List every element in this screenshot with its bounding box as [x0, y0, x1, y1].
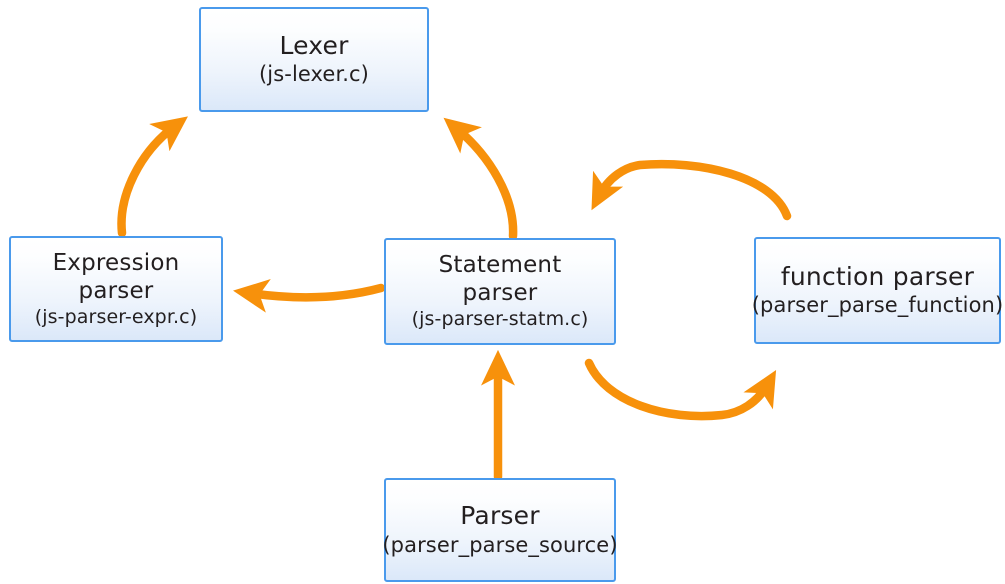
- edge-statement-parser-to-lexer: [443, 117, 518, 241]
- node-lexer-title: Lexer: [279, 30, 349, 60]
- node-statement-parser[interactable]: Statement parser (js-parser-statm.c): [384, 238, 616, 345]
- node-parser[interactable]: Parser (parser_parse_source): [382, 478, 618, 582]
- edge-function-parser-to-statement-parser: [591, 159, 792, 221]
- node-lexer[interactable]: Lexer (js-lexer.c): [199, 7, 429, 112]
- node-expression-parser-subtitle: (js-parser-expr.c): [34, 305, 198, 328]
- node-parser-title: Parser: [460, 501, 540, 531]
- node-expression-parser[interactable]: Expression parser (js-parser-expr.c): [9, 236, 223, 342]
- node-lexer-subtitle: (js-lexer.c): [259, 62, 369, 87]
- node-function-parser-title: function parser: [780, 261, 975, 291]
- node-function-parser[interactable]: function parser (parser_parse_function): [751, 237, 1004, 344]
- node-statement-parser-title: Statement parser: [438, 252, 562, 307]
- node-parser-subtitle: (parser_parse_source): [382, 532, 618, 557]
- node-statement-parser-subtitle: (js-parser-statm.c): [411, 308, 589, 331]
- node-expression-parser-title: Expression parser: [52, 249, 180, 304]
- node-function-parser-subtitle: (parser_parse_function): [751, 293, 1004, 318]
- edge-statement-parser-to-expression-parser: [233, 279, 386, 313]
- edge-statement-parser-to-function-parser: [584, 358, 777, 421]
- edge-expression-parser-to-lexer: [117, 116, 188, 238]
